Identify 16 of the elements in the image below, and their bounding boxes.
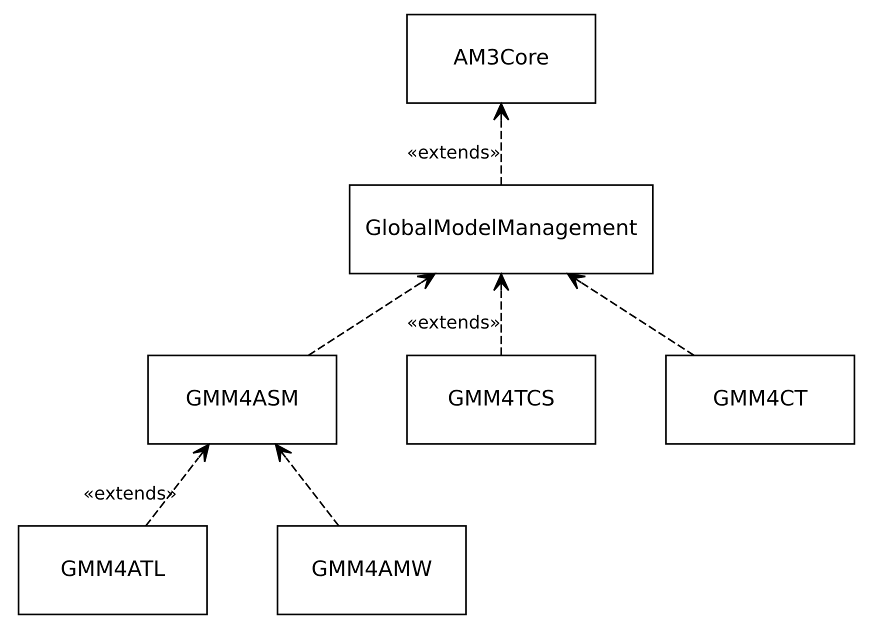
edge-label: «extends» <box>82 483 177 504</box>
edge-label: «extends» <box>406 142 500 164</box>
node-box: GMM4ATL <box>17 525 208 616</box>
node-box: AM3Core <box>406 14 596 104</box>
arrow <box>492 102 509 186</box>
edge-label: «extends» <box>406 312 500 334</box>
node-box: GMM4CT <box>664 354 855 445</box>
node-box: GMM4AMW <box>276 525 466 616</box>
arrow <box>566 272 694 356</box>
node-box: GMM4TCS <box>406 354 596 445</box>
arrow <box>307 272 436 356</box>
arrow <box>144 444 210 526</box>
arrow <box>492 273 509 356</box>
node-box: GlobalModelManagement <box>348 184 654 274</box>
node-box: GMM4ASM <box>146 354 337 445</box>
arrow <box>274 444 339 526</box>
